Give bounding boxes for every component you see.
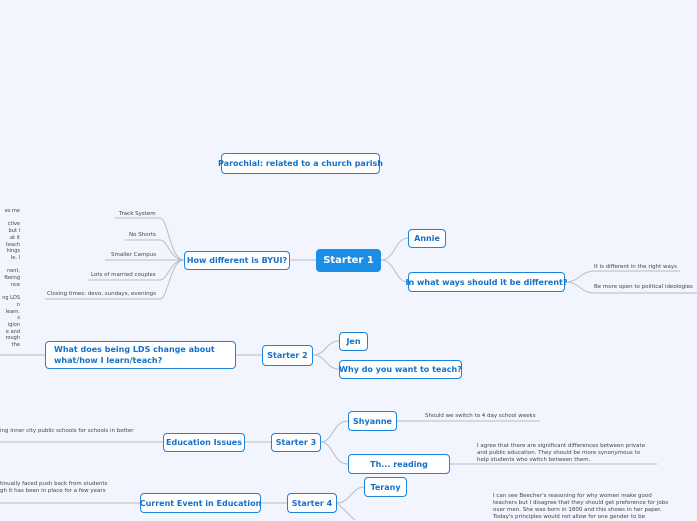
truncated-note-line: at it — [10, 234, 20, 241]
node-reading[interactable]: Th... reading — [348, 454, 450, 474]
node-why-teach[interactable]: Why do you want to teach? — [339, 360, 462, 379]
node-starter-2[interactable]: Starter 2 — [262, 345, 313, 366]
node-how-different[interactable]: How different is BYUI? — [184, 251, 290, 270]
truncated-note-line: learn. — [5, 308, 20, 315]
leaf-smaller-campus[interactable]: Smaller Campus — [111, 252, 157, 258]
truncated-note-line — [0, 215, 20, 222]
truncated-note-line: nent, — [7, 268, 20, 275]
node-in-what-ways[interactable]: In what ways should it be different? — [406, 272, 567, 292]
truncated-note-line: but I — [8, 228, 20, 235]
truncated-note-line: es me — [4, 208, 20, 214]
node-what-lds[interactable]: What does being LDS change about what/ho… — [45, 341, 236, 369]
truncated-note-line: teach — [5, 241, 20, 248]
node-starter-4[interactable]: Starter 4 — [287, 493, 337, 513]
truncated-note-line: hings — [6, 248, 20, 255]
node-education-issues[interactable]: Education Issues — [163, 433, 245, 452]
truncated-note-line: igion — [7, 321, 20, 328]
truncated-note-line: s — [17, 315, 20, 322]
leaf-married-couples[interactable]: Lots of married couples — [91, 272, 156, 278]
truncated-note-line: rough — [5, 335, 20, 342]
leaf-track-system[interactable]: Track System — [119, 211, 156, 217]
node-terany[interactable]: Terany — [364, 477, 407, 497]
leaf-closing-times[interactable]: Closing times: devo, sundays, evenings — [47, 291, 156, 297]
leaf-push-back-1[interactable]: tinually faced push back from students — [0, 481, 108, 487]
node-parochial[interactable]: Parochial: related to a church parish — [218, 153, 383, 174]
node-starter-1[interactable]: Starter 1 — [316, 249, 381, 272]
node-starter-3[interactable]: Starter 3 — [271, 433, 321, 452]
leaf-push-back-2[interactable]: gh it has been in place for a few years — [0, 488, 106, 494]
leaf-no-shorts[interactable]: No Shorts — [129, 232, 156, 238]
node-shyanne[interactable]: Shyanne — [348, 411, 397, 431]
leaf-right-ways[interactable]: It is different in the right ways — [594, 264, 677, 270]
truncated-note-line: ng LDS — [2, 295, 20, 302]
truncated-note-line: le. I — [10, 254, 20, 261]
leaf-four-day[interactable]: Should we switch to 4 day school weeks — [425, 413, 536, 419]
truncated-note-line: n — [16, 301, 20, 308]
node-annie[interactable]: Annie — [408, 229, 446, 248]
leaf-beecher[interactable]: I can see Beecher's reasoning for why wo… — [493, 493, 669, 520]
node-jen[interactable]: Jen — [339, 332, 368, 351]
truncated-note-line: nce — [11, 281, 20, 288]
truncated-note-line — [0, 288, 20, 295]
truncated-note-line — [0, 262, 20, 269]
truncated-note-line: the — [11, 342, 20, 349]
leaf-political[interactable]: Be more open to political ideologies — [594, 284, 693, 290]
leaf-private-public[interactable]: I agree that there are significant diffe… — [477, 443, 646, 463]
node-current-event[interactable]: Current Event in Education — [140, 493, 261, 513]
truncated-note-line: fbeing — [4, 275, 20, 282]
truncated-note-line: e and — [5, 328, 20, 335]
truncated-note-line: ctive — [7, 221, 20, 228]
leaf-inner-city[interactable]: ing inner city public schools for school… — [0, 428, 134, 434]
